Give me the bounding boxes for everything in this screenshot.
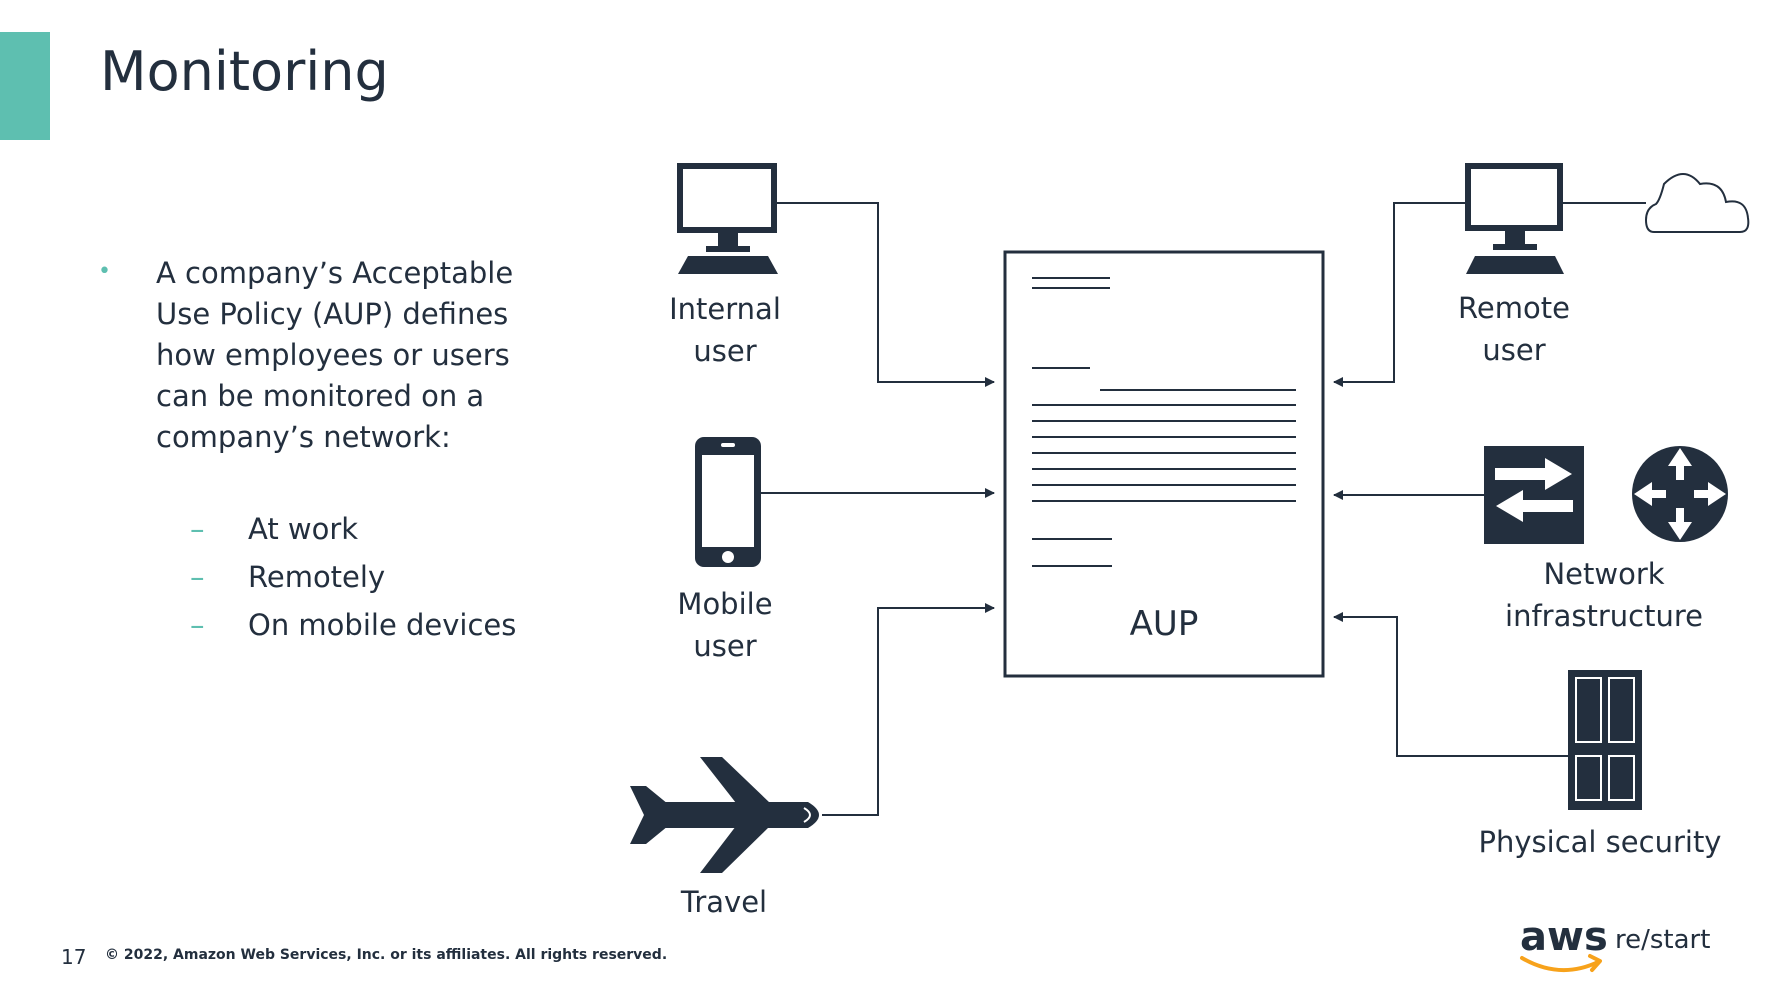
internal-user-connector <box>774 202 995 387</box>
network-label-line2: infrastructure <box>1505 599 1703 633</box>
logo-restart-text: re/start <box>1615 925 1710 955</box>
sub-bullet-text: At work <box>248 512 359 546</box>
internal-user-label-line1: Internal <box>669 292 781 326</box>
sub-bullet-at-work: – At work <box>190 508 516 556</box>
physical-security-label: Physical security <box>1479 825 1722 859</box>
router-icon <box>1632 446 1728 542</box>
door-icon <box>1568 670 1642 810</box>
cloud-icon <box>1644 173 1750 233</box>
desktop-computer-icon <box>677 163 778 274</box>
slide-title: Monitoring <box>100 40 389 103</box>
bullet-text: A company’s Acceptable Use Policy (AUP) … <box>156 256 514 454</box>
aws-smile-icon <box>1520 956 1600 973</box>
remote-user-label-line1: Remote <box>1458 291 1570 325</box>
mobile-phone-icon <box>695 437 761 567</box>
aup-document: AUP <box>1003 250 1325 678</box>
desktop-computer-icon <box>1465 163 1564 274</box>
network-switch-icon <box>1484 446 1584 544</box>
physical-security-connector <box>1333 612 1568 757</box>
sub-bullet-mobile-devices: – On mobile devices <box>190 604 516 652</box>
copyright-text: © 2022, Amazon Web Services, Inc. or its… <box>105 947 668 963</box>
sub-bullet-text: On mobile devices <box>248 608 517 642</box>
network-label-line1: Network <box>1543 557 1664 591</box>
sub-bullet-marker: – <box>190 512 205 546</box>
page-number: 17 <box>61 945 87 969</box>
travel-connector <box>822 603 995 816</box>
sub-bullet-remotely: – Remotely <box>190 556 516 604</box>
airplane-icon <box>630 757 819 873</box>
bullet-marker: • <box>98 259 111 284</box>
remote-user-connector <box>1333 202 1466 387</box>
mobile-user-label-line1: Mobile <box>677 587 772 621</box>
mobile-user-label-line2: user <box>693 629 756 663</box>
logo-aws-text: aws <box>1520 914 1608 960</box>
sub-bullet-marker: – <box>190 608 205 642</box>
aws-restart-logo: aws re/start <box>1520 914 1710 973</box>
connectors <box>760 202 1646 816</box>
travel-label: Travel <box>680 885 767 919</box>
aup-label: AUP <box>1130 604 1199 644</box>
title-accent-bar <box>0 32 50 140</box>
internal-user-label-line2: user <box>693 334 756 368</box>
remote-user-label-line2: user <box>1482 333 1545 367</box>
sub-bullet-marker: – <box>190 560 205 594</box>
sub-bullet-list: – At work – Remotely – On mobile devices <box>190 508 516 652</box>
sub-bullet-text: Remotely <box>248 560 386 594</box>
